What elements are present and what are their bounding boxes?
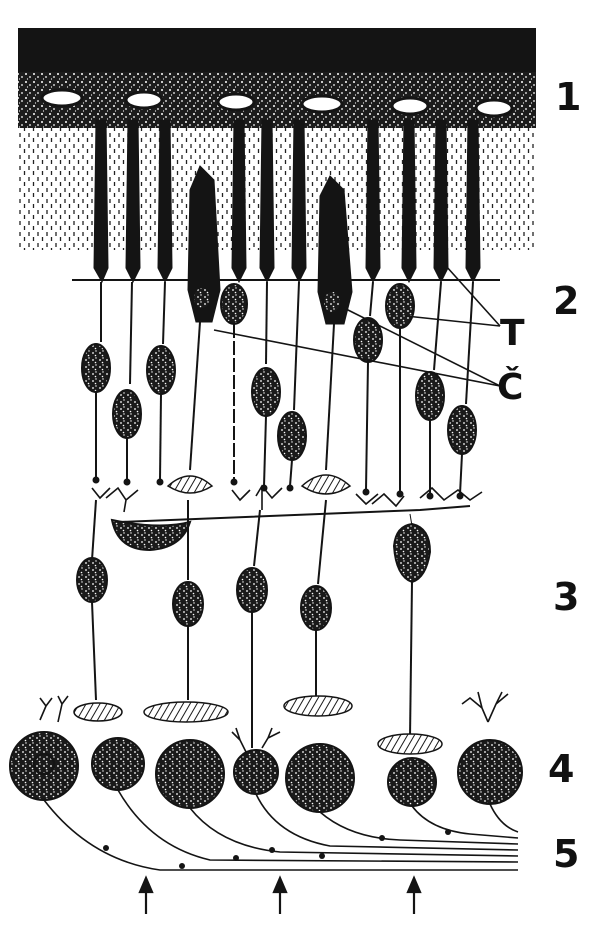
rod-1 [81, 119, 111, 484]
bipolar-4 [300, 499, 332, 700]
rod-10 [447, 119, 481, 500]
ganglion-dendrites [39, 691, 509, 753]
outer-plexiform-dendrites [91, 484, 483, 513]
light-arrows [138, 875, 422, 914]
ganglion-3 [155, 739, 225, 809]
bipolar-3 [236, 509, 268, 748]
horizontal-cell [110, 518, 192, 552]
layer-label-2: 2 [553, 279, 580, 323]
cone-2 [300, 175, 353, 495]
layer-label-4: 4 [548, 747, 575, 791]
ganglion-5 [285, 743, 355, 813]
layer-label-1: 1 [555, 75, 582, 119]
arrow-up-icon [138, 875, 154, 914]
rod-2 [112, 119, 142, 486]
bipolar-1 [76, 499, 108, 701]
rod-4 [220, 119, 248, 486]
epithelial-nuclei [40, 88, 514, 118]
label-pointers [213, 265, 501, 387]
fiber-beads [103, 829, 451, 869]
ganglion-1 [9, 731, 79, 801]
ganglion-6 [387, 757, 437, 807]
arrow-up-icon [406, 875, 422, 914]
cone-cells [166, 165, 353, 495]
arrow-up-icon [272, 875, 288, 914]
bipolar-5 [392, 513, 432, 739]
bipolar-cells [76, 499, 432, 748]
ganglion-7 [457, 739, 523, 805]
rod-5 [251, 119, 281, 492]
bipolar-2 [172, 500, 204, 700]
rod-7 [353, 119, 383, 496]
optic-nerve-fibers [43, 789, 519, 871]
pigment-epithelium [18, 28, 536, 130]
ganglion-2 [91, 737, 145, 791]
layer-label-3: 3 [553, 575, 580, 619]
cone-1 [166, 165, 221, 494]
layer-label-5: 5 [553, 832, 580, 876]
rods-label: T [500, 313, 525, 354]
cones-label: Č [497, 367, 524, 408]
horizontal-process [119, 505, 471, 523]
inner-plexiform-synapses [73, 695, 443, 755]
ganglion-cells [9, 731, 523, 813]
rod-cells [81, 119, 481, 500]
rod-3 [146, 119, 176, 486]
ganglion-4 [233, 749, 279, 795]
rod-9 [415, 119, 449, 500]
rod-8 [385, 119, 417, 498]
